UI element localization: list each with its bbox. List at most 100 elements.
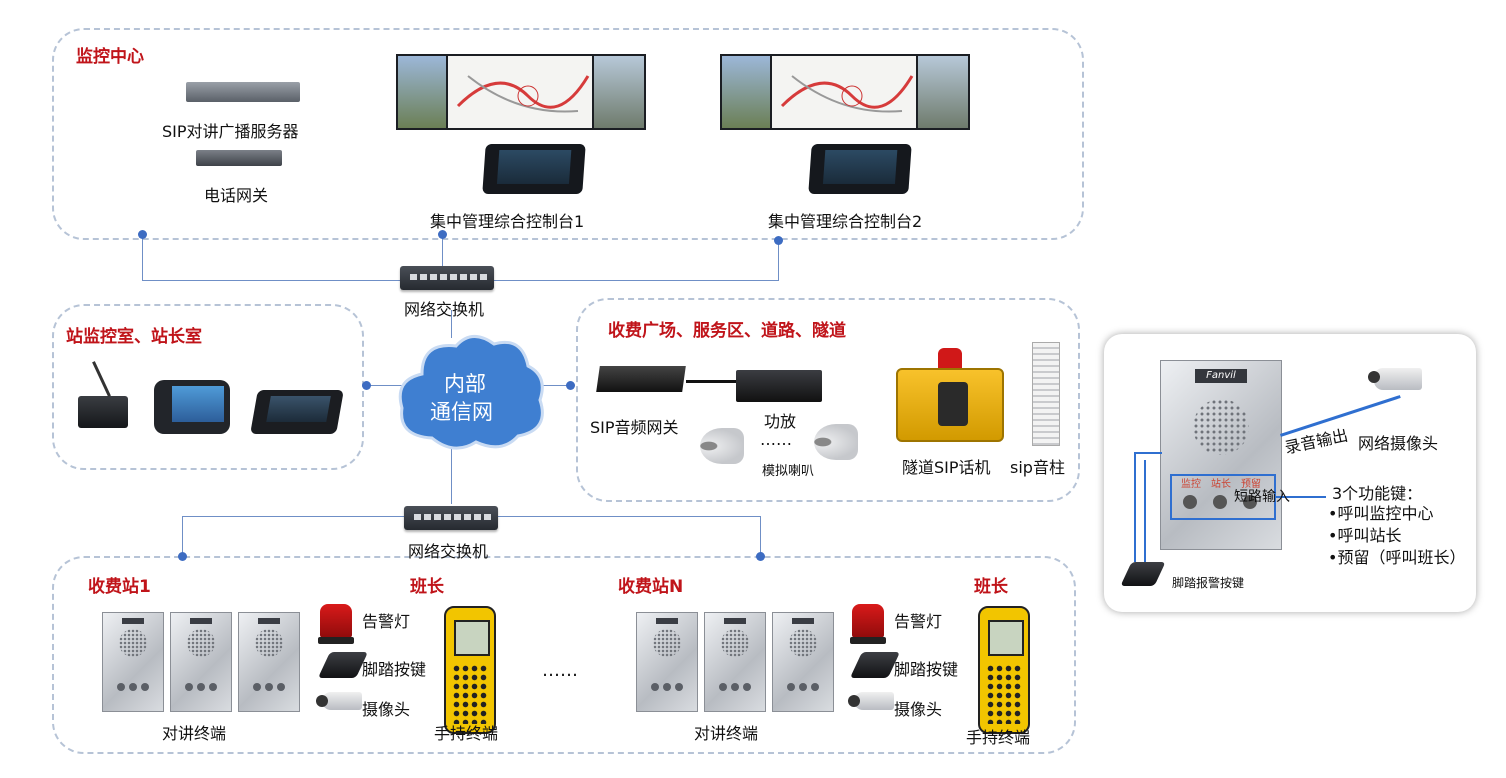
label-toll1-alarm: 告警灯 bbox=[362, 612, 411, 631]
cloud-label-1: 内部 bbox=[444, 372, 486, 396]
camera-icon bbox=[848, 692, 894, 710]
toll1-title: 收费站1 bbox=[88, 577, 151, 597]
intercom-terminal bbox=[704, 612, 766, 712]
zone-monitor-center bbox=[52, 28, 1084, 240]
zone-toll-stations bbox=[52, 556, 1076, 754]
brand-logo: Fanvil bbox=[1195, 369, 1247, 383]
label-short-input: 短路输入 bbox=[1234, 489, 1290, 505]
console-2-device bbox=[808, 144, 912, 194]
zone-toll-plaza-title: 收费广场、服务区、道路、隧道 bbox=[608, 321, 846, 341]
sip-server-device bbox=[186, 82, 300, 102]
label-record-output: 录音输出 bbox=[1283, 425, 1350, 458]
drop-tollN bbox=[760, 516, 761, 556]
cloud-icon bbox=[398, 335, 544, 450]
intercom-terminal bbox=[102, 612, 164, 712]
intercom-detail-card: Fanvil 监控 站长 预留 录音输出 网络摄像头 短路输入 3个功能键： •… bbox=[1104, 334, 1476, 612]
foot-alarm-pedal-icon bbox=[1120, 562, 1166, 586]
gooseneck-mic-console bbox=[78, 396, 128, 428]
label-switch-top: 网络交换机 bbox=[404, 300, 485, 319]
stations-ellipsis: …… bbox=[542, 660, 578, 681]
label-toll1-handheld: 手持终端 bbox=[434, 724, 499, 743]
node-tollN bbox=[756, 552, 765, 561]
cloud-to-switch2 bbox=[451, 448, 452, 504]
drop-console2 bbox=[778, 240, 779, 280]
label-amplifier: 功放 bbox=[764, 412, 797, 431]
toll1-leader: 班长 bbox=[410, 577, 444, 597]
network-switch-bottom bbox=[404, 506, 498, 530]
traffic-map-icon bbox=[780, 75, 914, 113]
node-console2 bbox=[774, 236, 783, 245]
detail-intercom-panel: Fanvil 监控 站长 预留 bbox=[1160, 360, 1282, 550]
keys-title: 3个功能键： bbox=[1332, 484, 1423, 503]
drop-server bbox=[142, 234, 143, 280]
amplifier-device bbox=[736, 370, 822, 402]
tunnel-phone-device bbox=[896, 348, 1004, 442]
label-toll1-intercom: 对讲终端 bbox=[162, 724, 227, 743]
label-network-camera: 网络摄像头 bbox=[1358, 434, 1439, 453]
call-button-2 bbox=[1213, 495, 1227, 509]
alarm-light-icon bbox=[318, 604, 354, 644]
intercom-terminal bbox=[636, 612, 698, 712]
function-key-highlight bbox=[1170, 474, 1276, 520]
node-server bbox=[138, 230, 147, 239]
switch-to-cloud bbox=[451, 310, 452, 338]
intercom-terminal bbox=[772, 612, 834, 712]
handheld-terminal bbox=[444, 606, 496, 734]
label-pedal-alarm: 脚踏报警按键 bbox=[1172, 576, 1245, 590]
cloud-label-2: 通信网 bbox=[430, 400, 493, 424]
node-plaza bbox=[566, 381, 575, 390]
pedal-cable-1 bbox=[1134, 452, 1136, 562]
intercom-terminal bbox=[170, 612, 232, 712]
zone-monitor-center-title: 监控中心 bbox=[76, 47, 144, 67]
video-wall-1 bbox=[396, 54, 646, 130]
key-desc-1: •呼叫监控中心 bbox=[1328, 504, 1434, 523]
handheld-terminal bbox=[978, 606, 1030, 734]
node-toll1 bbox=[178, 552, 187, 561]
pedal-cable-link bbox=[1134, 452, 1162, 454]
drop-toll1 bbox=[182, 516, 183, 556]
speaker-grill-icon bbox=[1193, 399, 1249, 455]
line-to-keys-text bbox=[1276, 496, 1326, 498]
label-sip-audio-gateway: SIP音频网关 bbox=[590, 418, 679, 437]
label-tunnel-phone: 隧道SIP话机 bbox=[902, 458, 991, 477]
btn-label-3: 预留 bbox=[1241, 479, 1261, 490]
pedal-cable-2 bbox=[1144, 460, 1146, 562]
console-1-device bbox=[482, 144, 586, 194]
label-tollN-alarm: 告警灯 bbox=[894, 612, 943, 631]
traffic-map-icon bbox=[456, 75, 590, 113]
label-tollN-pedal: 脚踏按键 bbox=[894, 660, 959, 679]
key-desc-3: •预留（呼叫班长） bbox=[1328, 548, 1466, 567]
label-switch-bottom: 网络交换机 bbox=[408, 542, 489, 561]
label-sound-column: sip音柱 bbox=[1010, 458, 1065, 477]
label-console-1: 集中管理综合控制台1 bbox=[430, 212, 585, 231]
label-toll1-pedal: 脚踏按键 bbox=[362, 660, 427, 679]
intercom-terminal bbox=[238, 612, 300, 712]
camera-icon bbox=[316, 692, 362, 710]
node-console1 bbox=[438, 230, 447, 239]
zone-station-room-title: 站监控室、站长室 bbox=[66, 327, 202, 347]
tollN-leader: 班长 bbox=[974, 577, 1008, 597]
dispatch-console-device bbox=[250, 390, 344, 434]
label-tollN-handheld: 手持终端 bbox=[966, 728, 1031, 747]
key-desc-2: •呼叫站长 bbox=[1328, 526, 1402, 545]
label-analog-speakers: 模拟喇叭 bbox=[762, 464, 815, 479]
label-tollN-intercom: 对讲终端 bbox=[694, 724, 759, 743]
video-phone-device bbox=[154, 380, 230, 434]
call-button-3 bbox=[1243, 495, 1257, 509]
label-phone-gateway: 电话网关 bbox=[204, 186, 269, 205]
drop-console1 bbox=[442, 234, 443, 280]
node-station bbox=[362, 381, 371, 390]
horn-speaker-1 bbox=[700, 428, 744, 464]
gateway-to-amp-line bbox=[686, 380, 738, 383]
label-speaker-dots: …… bbox=[760, 430, 792, 449]
tollN-title: 收费站N bbox=[618, 577, 684, 597]
label-toll1-camera: 摄像头 bbox=[362, 700, 411, 719]
label-sip-server: SIP对讲广播服务器 bbox=[162, 122, 299, 141]
btn-label-1: 监控 bbox=[1181, 479, 1201, 490]
sound-column-device bbox=[1032, 342, 1060, 446]
horn-speaker-2 bbox=[814, 424, 858, 460]
zone-toll-plaza bbox=[576, 298, 1080, 502]
network-camera-icon bbox=[1368, 368, 1422, 390]
alarm-light-icon bbox=[850, 604, 886, 644]
cloud-to-station bbox=[364, 385, 402, 386]
